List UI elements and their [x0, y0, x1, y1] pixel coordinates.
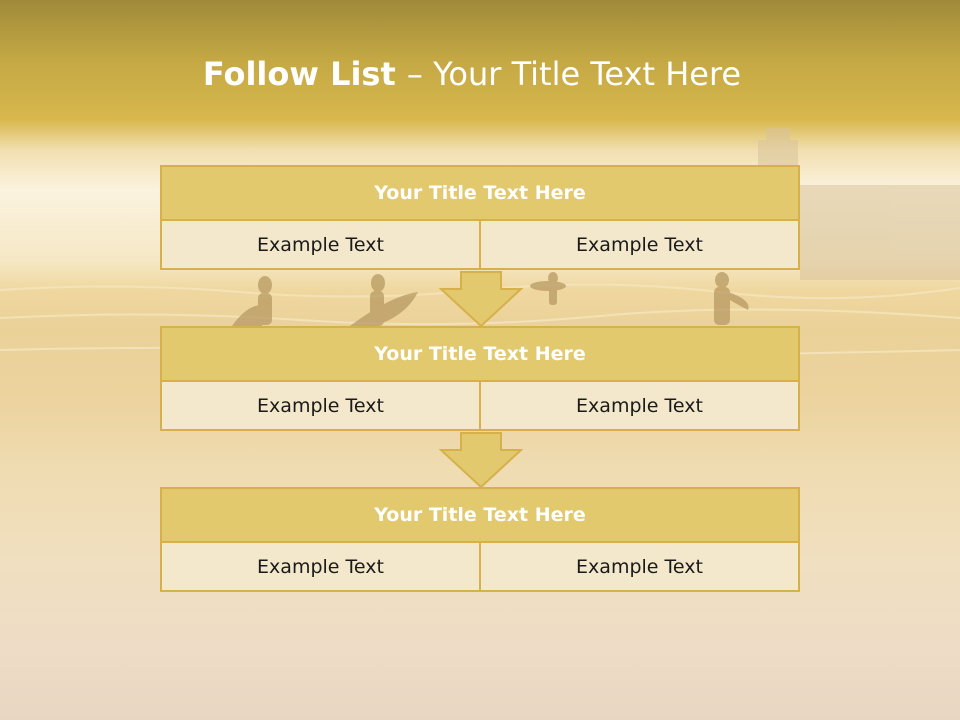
list-block-2: Your Title Text Here Example Text Exampl…	[160, 326, 800, 431]
block-title: Your Title Text Here	[160, 326, 800, 382]
block-row: Example Text Example Text	[160, 221, 800, 270]
block-cell-right: Example Text	[479, 221, 800, 270]
block-row: Example Text Example Text	[160, 382, 800, 431]
list-block-3: Your Title Text Here Example Text Exampl…	[160, 487, 800, 592]
list-block-1: Your Title Text Here Example Text Exampl…	[160, 165, 800, 270]
slide-title: Follow List – Your Title Text Here	[0, 55, 944, 93]
down-arrow-icon	[439, 271, 523, 327]
block-title: Your Title Text Here	[160, 165, 800, 221]
block-title: Your Title Text Here	[160, 487, 800, 543]
title-light: – Your Title Text Here	[406, 55, 742, 93]
block-cell-left: Example Text	[160, 382, 481, 431]
block-cell-right: Example Text	[479, 382, 800, 431]
block-cell-left: Example Text	[160, 221, 481, 270]
block-cell-right: Example Text	[479, 543, 800, 592]
block-row: Example Text Example Text	[160, 543, 800, 592]
block-cell-left: Example Text	[160, 543, 481, 592]
down-arrow-icon	[439, 432, 523, 488]
title-strong: Follow List	[202, 55, 407, 93]
